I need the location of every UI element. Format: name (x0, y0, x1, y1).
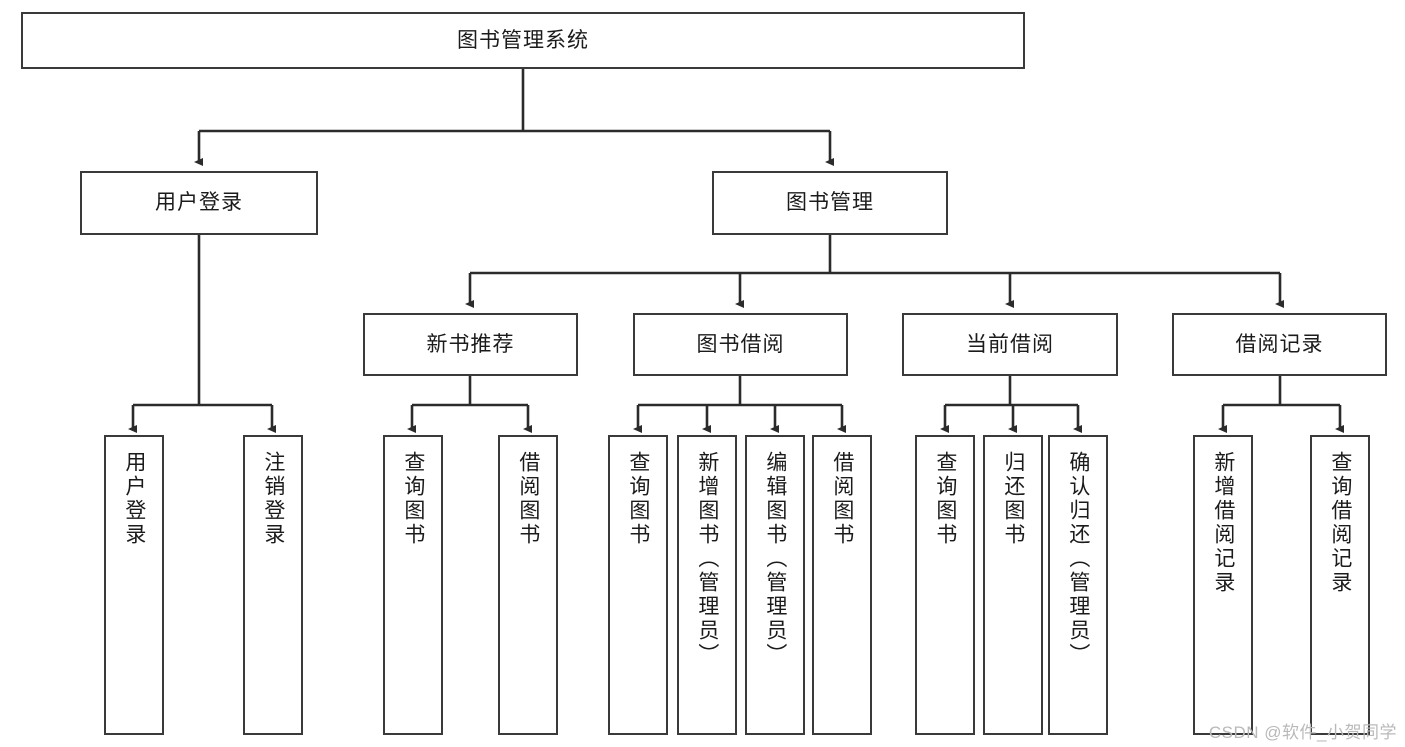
watermark-text: CSDN @软件_小贺同学 (1208, 723, 1397, 742)
node-label: 编辑图书（管理员） (763, 451, 787, 667)
leaf-new-book-borrow-book[interactable]: 借阅图书 (498, 435, 558, 735)
node-label: 新增借阅记录 (1211, 451, 1235, 595)
node-label: 图书借阅 (696, 332, 785, 356)
node-label: 查询图书 (933, 451, 957, 547)
node-user-login[interactable]: 用户登录 (80, 171, 318, 235)
leaf-book-borrow-query-book[interactable]: 查询图书 (608, 435, 668, 735)
node-label: 查询借阅记录 (1328, 451, 1352, 595)
node-label: 查询图书 (401, 451, 425, 547)
leaf-borrow-record-query-record[interactable]: 查询借阅记录 (1310, 435, 1370, 735)
node-new-book-recommend[interactable]: 新书推荐 (363, 313, 578, 376)
leaf-book-borrow-borrow-book[interactable]: 借阅图书 (812, 435, 872, 735)
leaf-current-borrow-confirm-return-admin[interactable]: 确认归还（管理员） (1048, 435, 1108, 735)
leaf-book-borrow-add-book-admin[interactable]: 新增图书（管理员） (677, 435, 737, 735)
node-book-borrow[interactable]: 图书借阅 (633, 313, 848, 376)
leaf-borrow-record-add-record[interactable]: 新增借阅记录 (1193, 435, 1253, 735)
leaf-book-borrow-edit-book-admin[interactable]: 编辑图书（管理员） (745, 435, 805, 735)
node-label: 用户登录 (155, 191, 243, 215)
node-borrow-record[interactable]: 借阅记录 (1172, 313, 1387, 376)
node-label: 归还图书 (1001, 451, 1025, 547)
leaf-user-login-login[interactable]: 用户登录 (104, 435, 164, 735)
node-label: 借阅图书 (830, 451, 854, 547)
node-current-borrow[interactable]: 当前借阅 (902, 313, 1118, 376)
node-label: 当前借阅 (966, 332, 1054, 356)
node-label: 用户登录 (122, 451, 146, 547)
node-label: 新增图书（管理员） (695, 451, 719, 667)
leaf-user-login-logout[interactable]: 注销登录 (243, 435, 303, 735)
node-label: 注销登录 (261, 451, 285, 547)
leaf-new-book-query-book[interactable]: 查询图书 (383, 435, 443, 735)
node-root-book-management-system[interactable]: 图书管理系统 (21, 12, 1025, 69)
node-book-management[interactable]: 图书管理 (712, 171, 948, 235)
node-label: 图书管理 (786, 191, 874, 215)
node-label: 借阅图书 (516, 451, 540, 547)
node-label: 查询图书 (626, 451, 650, 547)
node-label: 图书管理系统 (457, 28, 589, 52)
node-label: 新书推荐 (426, 332, 515, 356)
leaf-current-borrow-return-book[interactable]: 归还图书 (983, 435, 1043, 735)
leaf-current-borrow-query-book[interactable]: 查询图书 (915, 435, 975, 735)
node-label: 借阅记录 (1235, 332, 1324, 356)
node-label: 确认归还（管理员） (1066, 451, 1090, 667)
